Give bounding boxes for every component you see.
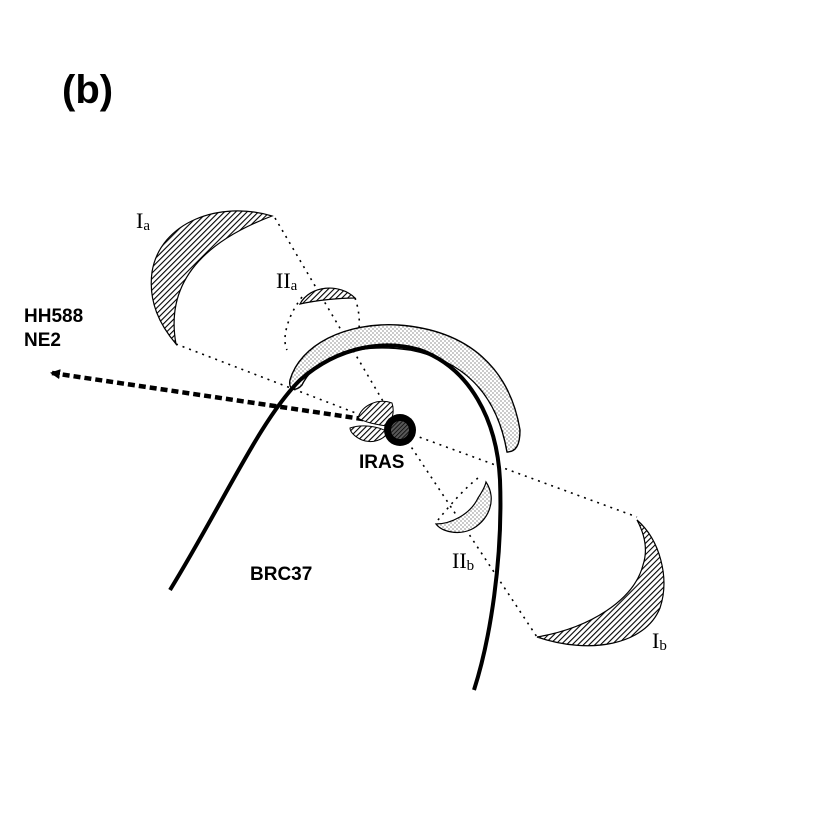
lobe-IIb-shape (434, 480, 492, 534)
hh588-direction-arrow (50, 369, 397, 427)
lobe-Ib-label: Ib (652, 628, 667, 654)
lobe-IIa-shape (298, 287, 357, 305)
lobe-IIa-label-sub: a (291, 278, 298, 294)
lobe-IIb-label-main: II (452, 548, 467, 573)
lobe-Ib-label-main: I (652, 628, 659, 653)
lobe-IIa-dotted-edge (284, 296, 303, 351)
iras-source-highlight (391, 421, 409, 439)
hh588-label-line1: HH588 (24, 306, 83, 327)
lobe-Ia-label-sub: a (143, 218, 150, 234)
brc37-boundary-curve (168, 343, 503, 691)
cone-line-Ib-lower (399, 429, 538, 638)
lobe-Ib-shape (536, 519, 665, 647)
panel-label: (b) (62, 68, 113, 112)
lobe-Ia-shape (150, 210, 274, 347)
inner-hatched-lobe-lower (349, 425, 389, 443)
brc37-label: BRC37 (250, 564, 312, 585)
lobe-Ia-label-main: I (136, 208, 143, 233)
iras-label: IRAS (359, 452, 404, 473)
lobe-IIa-label-main: II (276, 268, 291, 293)
lobe-Ia-label: Ia (136, 208, 150, 234)
lobe-IIb-label: IIb (452, 548, 474, 574)
hh588-label-line2: NE2 (24, 330, 61, 351)
cone-line-Ia-upper (274, 217, 401, 431)
lobe-IIb-label-sub: b (467, 558, 475, 574)
cone-line-Ia-lower (175, 343, 401, 431)
cone-line-Ib-upper (399, 429, 638, 518)
lobe-Ib-label-sub: b (659, 638, 667, 654)
lobe-IIa-label: IIa (276, 268, 298, 294)
